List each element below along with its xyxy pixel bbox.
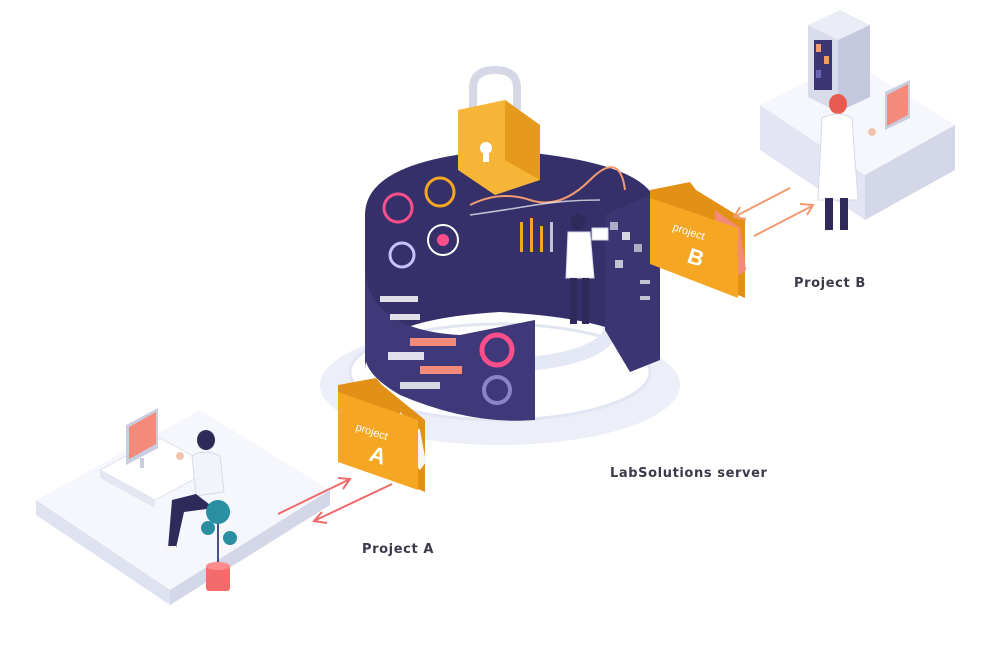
platform-b-side-right	[865, 125, 955, 220]
folder-b: project B	[650, 182, 746, 298]
arrow-server-to-b	[753, 205, 813, 237]
gauge-ring-3	[388, 241, 416, 269]
list-widget	[380, 296, 462, 389]
server-panel-right	[605, 190, 660, 372]
folder-icon	[338, 378, 426, 492]
folder-icon	[650, 182, 746, 298]
project-b-label: Project B	[794, 276, 866, 291]
donut-gauge-2	[482, 375, 512, 405]
person-icon	[164, 430, 225, 551]
gauge-ring-4	[427, 224, 459, 256]
arrow-b-head-1	[732, 206, 747, 220]
arrow-server-to-a	[315, 483, 393, 521]
plant-icon	[201, 500, 237, 591]
lock-icon	[458, 65, 540, 195]
folder-b-letter: B	[684, 243, 707, 272]
donut-gauge-1	[479, 332, 515, 368]
server-rack-icon	[808, 10, 870, 112]
folder-a: project A	[338, 378, 426, 492]
labsolutions-server	[320, 65, 680, 445]
gauge-dot	[437, 234, 449, 246]
arrow-a-head-1	[337, 477, 352, 490]
server-label: LabSolutions server	[610, 466, 768, 481]
person-icon	[565, 214, 609, 324]
project-a-label: Project A	[362, 542, 435, 557]
waveform-line-2	[469, 199, 601, 216]
arrow-a-head-2	[312, 511, 328, 524]
arrow-b-to-server	[735, 187, 791, 217]
grid-tiles	[610, 222, 650, 300]
person-icon	[817, 94, 876, 230]
arrow-pair-a	[277, 477, 393, 524]
gauge-ring-2	[424, 176, 456, 208]
folder-a-letter: A	[366, 441, 389, 470]
workstation-a	[36, 408, 330, 605]
monitor-icon	[885, 80, 910, 130]
monitor-icon	[126, 408, 158, 468]
gauge-ring-1	[382, 192, 414, 224]
waveform-line-1	[469, 166, 626, 206]
arrow-a-to-server	[277, 479, 349, 515]
workstation-b	[760, 10, 955, 230]
arrow-b-head-2	[799, 203, 815, 216]
desk-a-side	[100, 470, 155, 508]
bar-widget	[520, 218, 553, 252]
platform-a-side-left	[36, 500, 170, 605]
arrow-pair-b	[732, 187, 815, 237]
